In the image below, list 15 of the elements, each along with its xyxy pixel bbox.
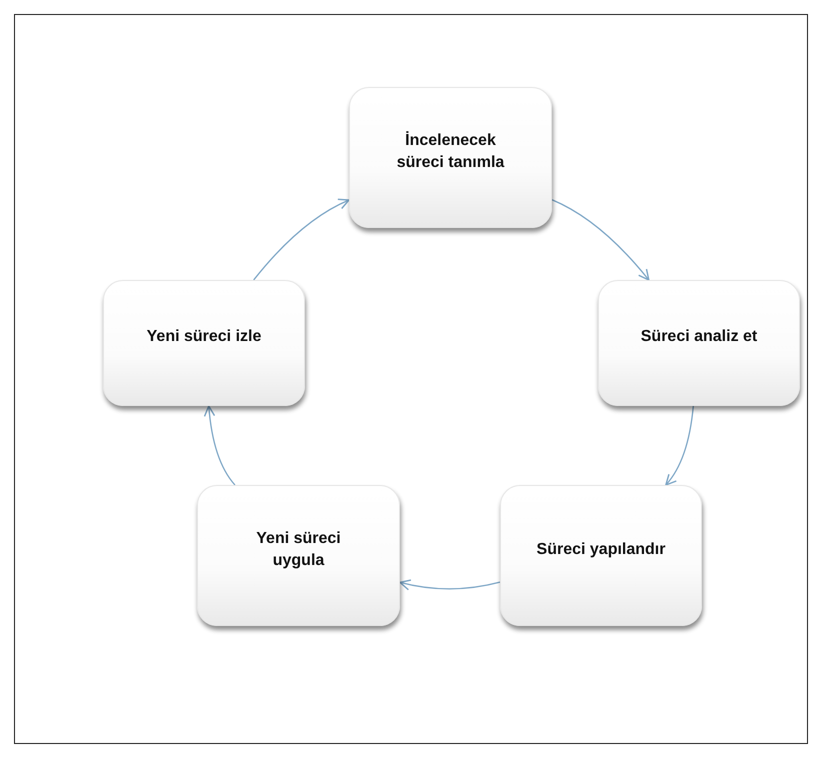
box-label: Yeni süreci izle	[146, 327, 262, 348]
process-box	[349, 87, 552, 228]
arrow	[253, 198, 350, 280]
process-box	[103, 280, 305, 406]
box-label: Yeni süreci uygula	[255, 528, 342, 570]
process-box	[598, 280, 800, 406]
arrow	[552, 199, 650, 281]
process-box	[197, 485, 400, 626]
box-label: İncelenecek süreci tanımla	[396, 130, 506, 172]
arrow	[665, 406, 694, 486]
arrow	[399, 579, 500, 590]
box-label: Süreci yapılandır	[536, 540, 666, 560]
arrow	[204, 405, 236, 486]
box-label: Süreci analiz et	[640, 327, 758, 348]
process-box	[500, 485, 702, 626]
